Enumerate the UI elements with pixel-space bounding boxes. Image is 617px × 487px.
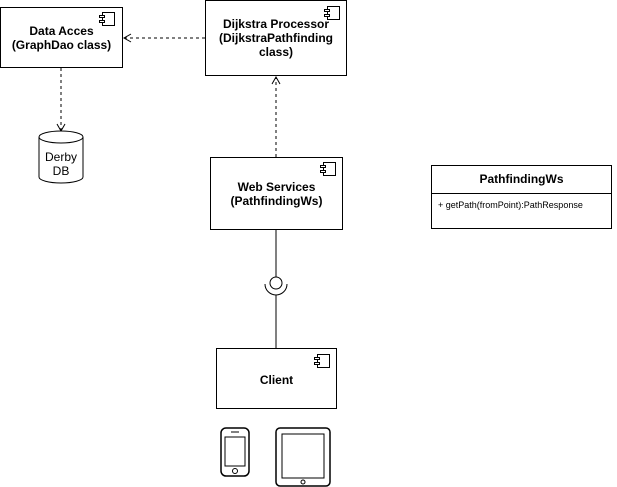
database-cylinder [38, 130, 84, 184]
component-web-services[interactable]: Web Services (PathfindingWs) [210, 157, 343, 230]
component-icon [324, 6, 340, 20]
component-label-web-services: Web Services (PathfindingWs) [230, 180, 323, 208]
component-label-data-access: Data Acces (GraphDao class) [11, 24, 112, 52]
phone-icon [220, 427, 250, 477]
component-client[interactable]: Client [216, 348, 337, 409]
database-label: Derby DB [44, 150, 77, 178]
interface-connector [264, 230, 288, 348]
component-label-dijkstra: Dijkstra Processor (DijkstraPathfinding … [218, 17, 333, 59]
component-icon [99, 12, 115, 26]
dependency-webservices-to-dijkstra [271, 75, 281, 157]
class-box-pathfindingws[interactable]: PathfindingWs + getPath(fromPoint):PathR… [431, 165, 612, 229]
component-icon [320, 162, 336, 176]
component-label-client: Client [259, 373, 294, 387]
component-dijkstra-processor[interactable]: Dijkstra Processor (DijkstraPathfinding … [205, 0, 347, 76]
dependency-dijkstra-to-dataaccess [122, 33, 205, 43]
dependency-dataaccess-to-db [56, 68, 66, 133]
component-data-access[interactable]: Data Acces (GraphDao class) [0, 7, 123, 68]
class-member: + getPath(fromPoint):PathResponse [438, 200, 583, 210]
component-icon [314, 354, 330, 368]
tablet-icon [275, 427, 331, 487]
class-title: PathfindingWs [432, 166, 611, 194]
